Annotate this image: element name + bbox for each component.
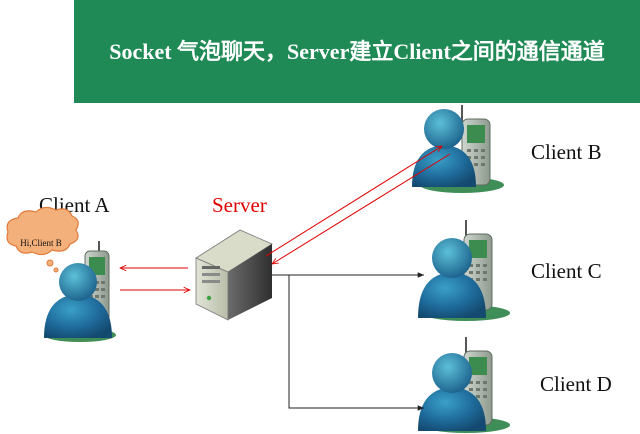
- page-title: Socket 气泡聊天，Server建立Client之间的通信通道: [109, 39, 605, 64]
- person-icon: [44, 263, 112, 338]
- server-to-client-d-arrow: [288, 275, 424, 411]
- client-c-node: [418, 220, 510, 321]
- server-node: [195, 229, 273, 321]
- client-b-node: [412, 105, 504, 193]
- broadcast-connector: [272, 272, 424, 411]
- client-d-node: [418, 337, 510, 433]
- server-icon: [195, 229, 273, 321]
- client-b-to-server-arrow: [272, 153, 451, 264]
- client-d-label: Client D: [540, 372, 612, 396]
- chat-bubble-text: Hi,Client B: [20, 238, 62, 248]
- title-banner: Socket 气泡聊天，Server建立Client之间的通信通道: [74, 0, 640, 103]
- client-c-label: Client C: [531, 259, 602, 283]
- person-icon: [412, 109, 476, 187]
- client-b-label: Client B: [531, 140, 602, 164]
- server-label: Server: [212, 193, 267, 217]
- person-icon: [418, 353, 486, 431]
- client-a-node: [44, 241, 116, 342]
- chat-bubble: Hi,Client B: [6, 206, 79, 273]
- person-icon: [418, 238, 486, 318]
- server-to-client-b-arrow: [265, 146, 442, 257]
